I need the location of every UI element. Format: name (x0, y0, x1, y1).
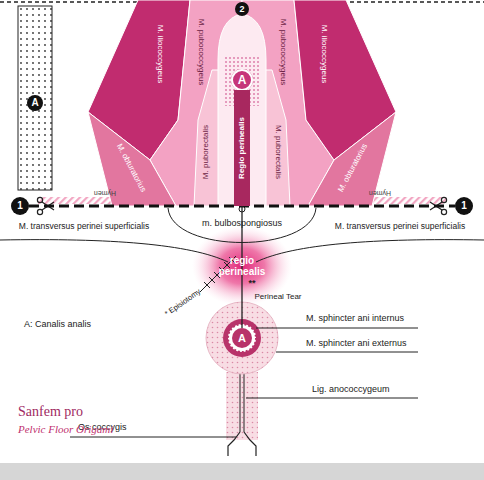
brand-tagline: Pelvic Floor Origami (18, 423, 113, 435)
leader-line (246, 398, 418, 399)
muscle-label: M. transversus perinei superficialis (19, 222, 149, 231)
node-text: 1 (17, 201, 23, 211)
procedure-label: * Episiotomy (164, 288, 203, 319)
key-note: A: Canalis analis (24, 320, 91, 330)
callout-number: 1 (11, 197, 29, 215)
coccyx-texture (226, 372, 258, 440)
dotted-column (18, 6, 52, 190)
node-text: A (31, 98, 38, 108)
scissors-ring (37, 197, 42, 202)
scissors-ring (441, 209, 446, 214)
muscle-shape (308, 112, 396, 206)
transversus-line (256, 240, 484, 262)
muscle-shape (88, 112, 176, 206)
perineal-bar: Regio perinealis (234, 90, 250, 206)
transversus-line (0, 240, 228, 262)
node-text: 1 (461, 201, 467, 211)
muscle-label: m. bulbospongiosus (202, 219, 282, 229)
scissors-ring (37, 209, 42, 214)
inner-arch (218, 14, 266, 206)
region-label: regio perinealis (212, 255, 272, 277)
callout-number: 1 (455, 197, 473, 215)
node-text: M. iliococcygeus (320, 25, 328, 84)
part-label: M. sphincter ani internus (306, 314, 404, 324)
muscle-shape (150, 0, 242, 206)
ligament-lines (240, 372, 244, 432)
leader-line (70, 437, 236, 438)
coccyx-column (226, 372, 258, 440)
hymen-label: Hymen (369, 189, 391, 197)
brand-logo: Sanfem pro (18, 404, 83, 419)
part-label: Lig. anococcygeum (312, 385, 390, 395)
anal-canal-marker: A (232, 328, 252, 348)
footnote-mark: ** (248, 279, 255, 289)
anal-lumen (228, 324, 256, 352)
muscle-shape (242, 70, 290, 206)
procedure-label: Perineal Tear (255, 293, 302, 302)
muscle-label: M. transversus perinei superficialis (335, 222, 465, 231)
callout-letter: A (27, 95, 43, 111)
node-text: A (238, 74, 247, 86)
part-label: M. sphincter ani externus (306, 339, 407, 349)
leader-line (276, 352, 418, 353)
footer-band (0, 463, 484, 480)
node-text: A (238, 333, 246, 344)
coccyx-bone (228, 432, 256, 456)
callout-number: 2 (235, 2, 249, 16)
node-text: 2 (239, 5, 244, 14)
node-text: M. iliococcygeus (156, 25, 164, 84)
node-text: M. puborectalis (274, 125, 282, 179)
node-text: M. pubococcygeus (197, 19, 205, 86)
callout-letter: A (231, 69, 253, 91)
node-text: M. pubococcygeus (279, 19, 287, 86)
leader-line (256, 328, 418, 329)
node-text: Regio perinealis (238, 117, 246, 179)
hymen-label: Hymen (94, 189, 116, 197)
scissors-ring (441, 197, 446, 202)
node-text: M. puborectalis (202, 125, 210, 179)
